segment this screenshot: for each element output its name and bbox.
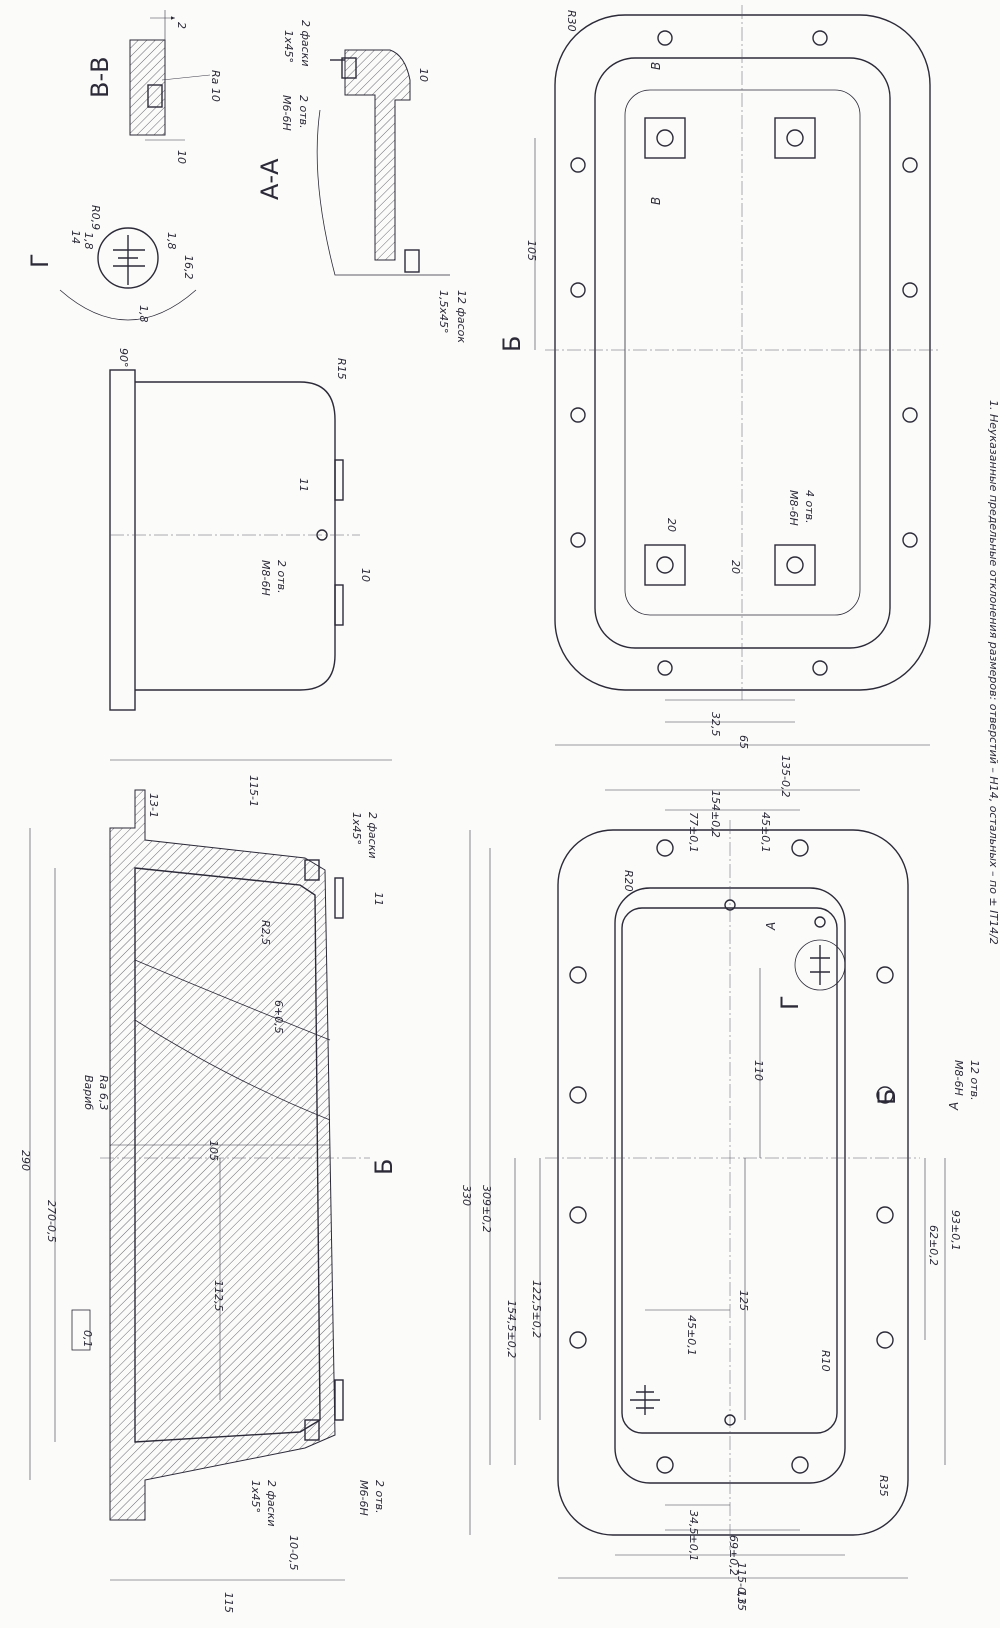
- dimension-label: В: [649, 197, 663, 205]
- detail-vv: В-В 2 Ra 10 10: [86, 10, 222, 164]
- dimension-label: 6+0,5: [272, 1000, 285, 1034]
- dimension-label: 34,5±0,1: [687, 1510, 700, 1561]
- dimension-label: 90°: [117, 348, 130, 368]
- label-vv: В-В: [86, 56, 114, 98]
- dimension-label: 1,8: [165, 232, 178, 250]
- side-view: R15 11 10 М8-6Н 2 отв. 115-1: [109, 358, 392, 807]
- dimension-label: R30: [565, 10, 578, 32]
- dimension-label: R0,9: [89, 205, 102, 230]
- dimension-label: 122,5±0,2: [530, 1280, 543, 1338]
- dimension-label: 14: [69, 230, 82, 244]
- dimension-label: 10-0,5: [287, 1535, 300, 1570]
- dimension-label: 2 фаски: [366, 812, 379, 858]
- dimension-label: 20: [665, 518, 678, 532]
- dimension-label: 2: [175, 22, 188, 29]
- dimension-label: 309±0,2: [480, 1185, 493, 1233]
- dimension-label: 77±0,1: [687, 812, 700, 853]
- dimension-label: 135-0,2: [779, 755, 792, 797]
- dimension-label: 1,8: [82, 232, 95, 250]
- dimension-label: М6-6Н: [357, 1480, 370, 1516]
- dimension-label: 115-0,3: [735, 1562, 748, 1604]
- dimension-label: Ra 6,3: [97, 1075, 110, 1110]
- flange-bolt-holes-bottom: [569, 839, 894, 1474]
- dimension-label: R10: [819, 1350, 832, 1372]
- dimension-label: А: [947, 1102, 961, 1111]
- dimension-label: 45±0,1: [759, 812, 772, 853]
- section-aa: А-А 1x45° 2 фаски М6-6Н 2 отв. 10 1,5x45…: [256, 20, 468, 343]
- general-note: 1. Неуказанные предельные отклонения раз…: [987, 400, 1000, 945]
- dimension-label: 1,5x45°: [437, 290, 450, 334]
- plan-top: R30 105 20 20 М8-6Н 4 отв. 32,5 65 135-0…: [498, 5, 940, 797]
- dimension-label: R2,5: [259, 920, 272, 945]
- dimension-label: 290: [19, 1150, 32, 1171]
- dimension-label: 1,8: [137, 305, 150, 323]
- dimension-label: 2 отв.: [373, 1480, 386, 1514]
- dimension-label: 93±0,1: [949, 1210, 962, 1251]
- main-section: 13-1 1x45° 2 фаски 11 R2,5 6+0,5 Вариб R…: [19, 789, 398, 1613]
- dimension-label: 65: [737, 735, 750, 749]
- dimension-label: 105: [525, 240, 538, 261]
- dimension-label: 2 фаски: [299, 20, 312, 66]
- dimension-label: 12 отв.: [968, 1060, 981, 1101]
- dimension-label: Ra 10: [209, 70, 222, 102]
- dimension-label: М8-6Н: [787, 490, 800, 526]
- dimension-label: 10: [359, 568, 372, 582]
- dimension-label: 110: [752, 1060, 765, 1081]
- dimension-label: Вариб: [82, 1075, 95, 1110]
- dimension-label: 0,1: [81, 1330, 94, 1348]
- dimension-label: М6-6Н: [280, 95, 293, 131]
- dimension-label: А: [764, 922, 778, 931]
- dimension-label: 270-0,5: [45, 1200, 58, 1242]
- dimension-label: 13-1: [147, 793, 160, 818]
- dimension-label: 2 отв.: [275, 560, 288, 594]
- dimension-label: 11: [372, 892, 385, 906]
- dimension-label: 115-1: [247, 775, 260, 807]
- dimension-label: Б: [370, 1159, 398, 1175]
- dimension-label: 11: [297, 478, 310, 492]
- dimension-label: 32,5: [709, 712, 722, 737]
- dimension-label: 62±0,2: [927, 1225, 940, 1266]
- dimension-label: Г: [776, 995, 804, 1010]
- dimension-label: 16,2: [182, 255, 195, 280]
- dimension-label: 330: [460, 1185, 473, 1206]
- dimension-label: 115: [735, 1590, 748, 1611]
- dimension-label: 154,5±0,2: [505, 1300, 518, 1358]
- dimension-label: 1x45°: [282, 30, 295, 63]
- dimension-label: 12 фасок: [455, 290, 468, 343]
- dimension-label: 69±0,2: [727, 1535, 740, 1576]
- plan-bottom: 154±0,2 77±0,1 45±0,1 R20 110 М8-6Н 12 о…: [460, 789, 981, 1611]
- dimension-label: 1x45°: [350, 812, 363, 845]
- dimension-label: 4 отв.: [803, 490, 816, 524]
- dimension-label: 125: [737, 1290, 750, 1311]
- dimension-label: 105: [207, 1140, 220, 1161]
- flange-bolt-holes-top: [570, 30, 918, 676]
- dimension-label: 45±0,1: [685, 1315, 698, 1356]
- dimension-label: 10: [175, 150, 188, 164]
- detail-g: Г R0,9 14 1,8 1,8 16,2 1,8 90°: [26, 205, 197, 368]
- dimension-label: 154±0,2: [709, 790, 722, 838]
- label-aa: А-А: [256, 158, 284, 200]
- dimension-label: 2 фаски: [265, 1480, 278, 1526]
- dimension-label: Б: [873, 1089, 901, 1105]
- dimension-label: 20: [729, 560, 742, 574]
- dimension-label: R35: [877, 1475, 890, 1497]
- dimension-label: Б: [498, 336, 526, 352]
- dimension-label: М8-6Н: [259, 560, 272, 596]
- dimension-label: 112,5: [212, 1280, 225, 1312]
- label-g: Г: [26, 253, 54, 268]
- dimension-label: R20: [622, 870, 635, 892]
- dimension-label: R15: [335, 358, 348, 380]
- dimension-label: 2 отв.: [297, 95, 310, 129]
- dimension-label: В: [649, 62, 663, 70]
- dimension-label: М8-6Н: [952, 1060, 965, 1096]
- dimension-label: 115: [222, 1592, 235, 1613]
- dimension-label: 1x45°: [249, 1480, 262, 1513]
- dimension-label: 10: [417, 68, 430, 82]
